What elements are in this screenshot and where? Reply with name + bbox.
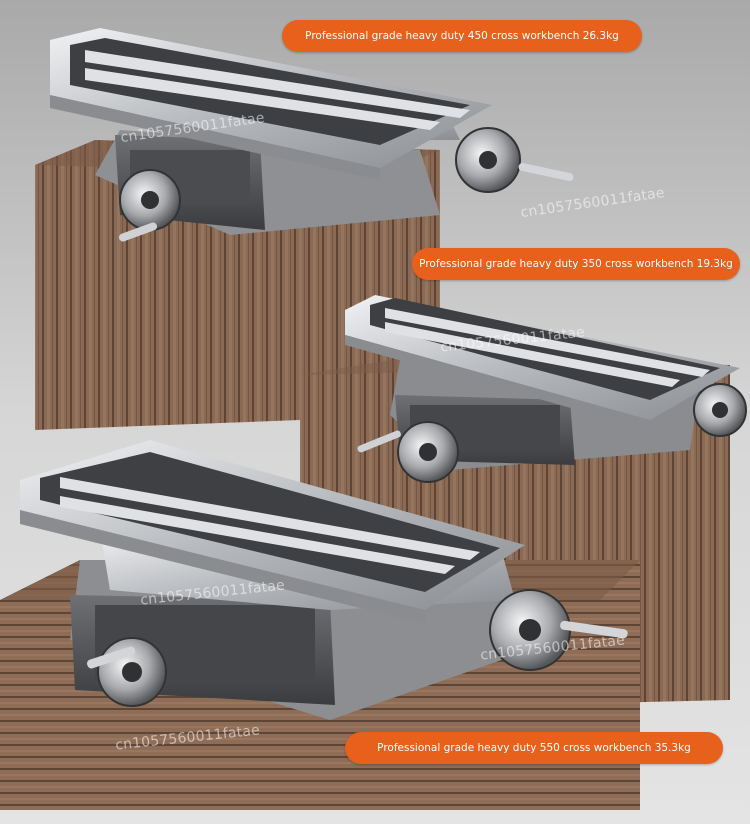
product-label-550: Professional grade heavy duty 550 cross … [345, 732, 723, 764]
cross-table-550 [20, 440, 628, 720]
cross-table-450 [50, 28, 574, 242]
product-label-450: Professional grade heavy duty 450 cross … [282, 20, 642, 52]
product-label-350: Professional grade heavy duty 350 cross … [412, 248, 740, 280]
cross-table-350 [345, 295, 747, 483]
